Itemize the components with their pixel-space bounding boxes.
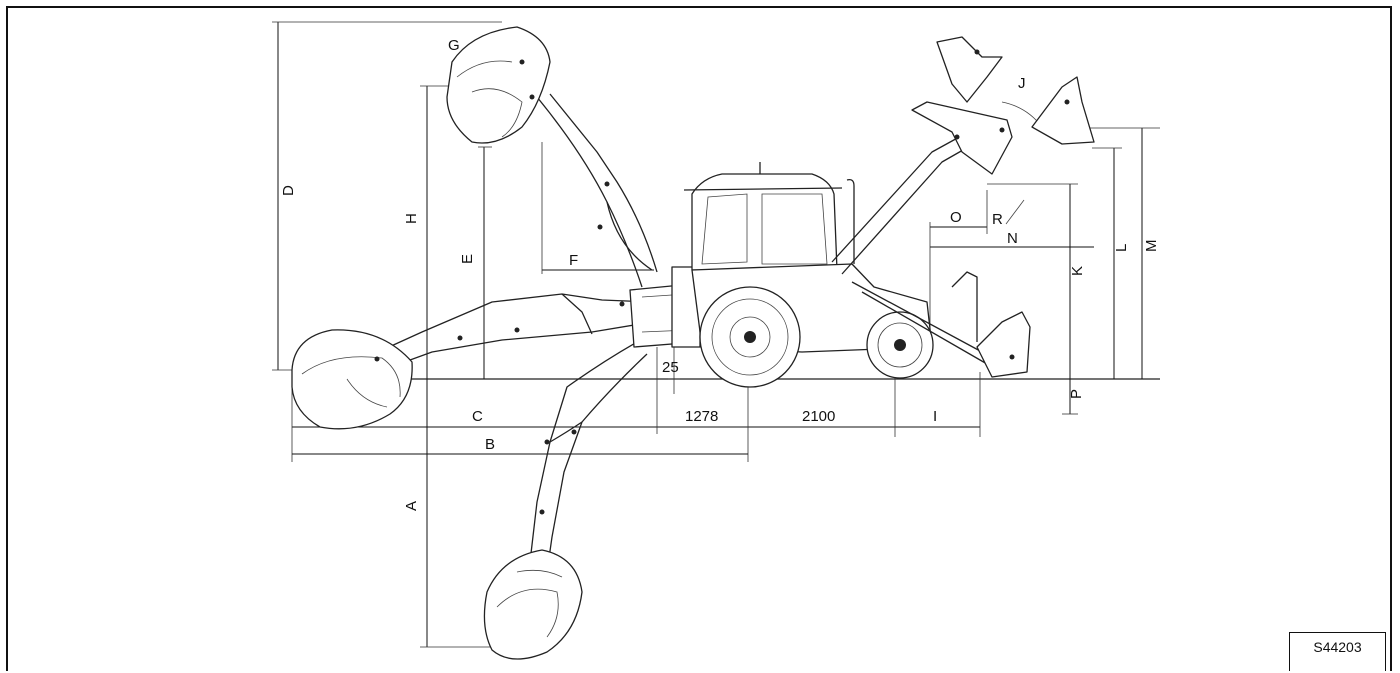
dimension-p [1062, 379, 1078, 415]
clearance-marker [668, 347, 680, 394]
label-d: D [280, 185, 297, 196]
label-j: J [1018, 75, 1026, 92]
loader-bucket-positions [911, 36, 1095, 378]
dimension-f [541, 142, 654, 274]
label-r: R [992, 211, 1003, 228]
backhoe-loader-dimension-diagram: D G H E F A C B 25 1278 2100 I J O R N K… [272, 21, 1160, 660]
label-a: A [403, 501, 420, 511]
dimension-e [478, 146, 492, 379]
label-25: 25 [662, 359, 679, 376]
label-e: E [459, 254, 476, 264]
dimension-k [987, 183, 1078, 379]
label-i: I [933, 408, 937, 425]
dimension-m [1042, 127, 1160, 379]
label-m: M [1143, 240, 1160, 253]
drawing-frame: D G H E F A C B 25 1278 2100 I J O R N K… [6, 6, 1392, 671]
label-2100: 2100 [802, 408, 835, 425]
backhoe-loader-body [629, 129, 988, 388]
backhoe-raised-position [446, 26, 658, 288]
dimension-n [929, 199, 1094, 332]
label-n: N [1007, 230, 1018, 247]
label-1278: 1278 [685, 408, 718, 425]
label-b: B [485, 436, 495, 453]
label-k: K [1069, 266, 1086, 276]
label-c: C [472, 408, 483, 425]
label-o: O [950, 209, 962, 226]
label-l: L [1113, 244, 1130, 252]
backhoe-reach-position [291, 293, 653, 430]
label-g: G [448, 37, 460, 54]
figure-code-box: S44203 [1289, 632, 1386, 671]
dimension-l [1092, 147, 1122, 379]
label-h: H [403, 213, 420, 224]
dimension-o [930, 190, 988, 234]
label-p: P [1068, 389, 1085, 399]
backhoe-dig-position [483, 341, 648, 660]
label-f: F [569, 252, 578, 269]
dimension-a [420, 379, 502, 648]
